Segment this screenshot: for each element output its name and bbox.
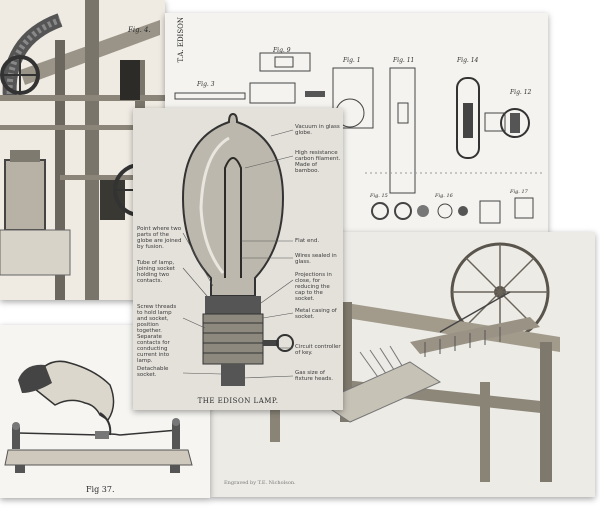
annotation-circuit-controller: Circuit controller of key. (295, 344, 341, 356)
annotation-vacuum: Vacuum in glass globe. (295, 124, 340, 136)
annotation-projections: Projections in close, for reducing the c… (295, 272, 332, 302)
hand-fig-label: Fig 37. (86, 485, 115, 494)
annotation-screw-threads: Screw threads to hold lamp and socket, p… (137, 304, 177, 364)
patent-fig-11: Fig. 11 (393, 57, 415, 64)
annotation-filament: High resistance carbon filament. Made of… (295, 150, 341, 174)
patent-fig-16: Fig. 16 (435, 193, 453, 199)
annotation-socket: Detachable socket. (137, 366, 169, 378)
annotation-fusion-point: Point where two parts of the globe are j… (137, 226, 182, 250)
patent-fig-1: Fig. 1 (343, 57, 361, 64)
annotation-wires: Wires sealed in glass. (295, 253, 337, 265)
patent-fig-9: Fig. 9 (273, 47, 291, 54)
patent-fig-17: Fig. 17 (510, 189, 528, 195)
patent-fig-3: Fig. 3 (197, 81, 215, 88)
steam-engine-fig-label: Fig. 4. (128, 26, 151, 34)
annotation-tube: Tube of lamp, joining socket holding two… (137, 260, 175, 284)
edison-lamp-caption: THE EDISON LAMP. (197, 397, 279, 405)
patent-fig-12: Fig. 12 (510, 89, 532, 96)
patent-fig-15: Fig. 15 (370, 193, 388, 199)
patent-header: T.A. EDISON (177, 17, 185, 63)
patent-fig-14: Fig. 14 (457, 57, 479, 64)
annotation-metal-casing: Metal casing of socket. (295, 308, 337, 320)
edison-lamp-drawing (133, 108, 343, 410)
annotation-fixture: Gas size of fixture heads. (295, 370, 333, 382)
edison-lamp-plate: Vacuum in glass globe. High resistance c… (133, 108, 343, 410)
engraver-credit: Engraved by T.E. Nicholson. (224, 480, 296, 486)
annotation-flat-end: Flat end. (295, 238, 320, 244)
